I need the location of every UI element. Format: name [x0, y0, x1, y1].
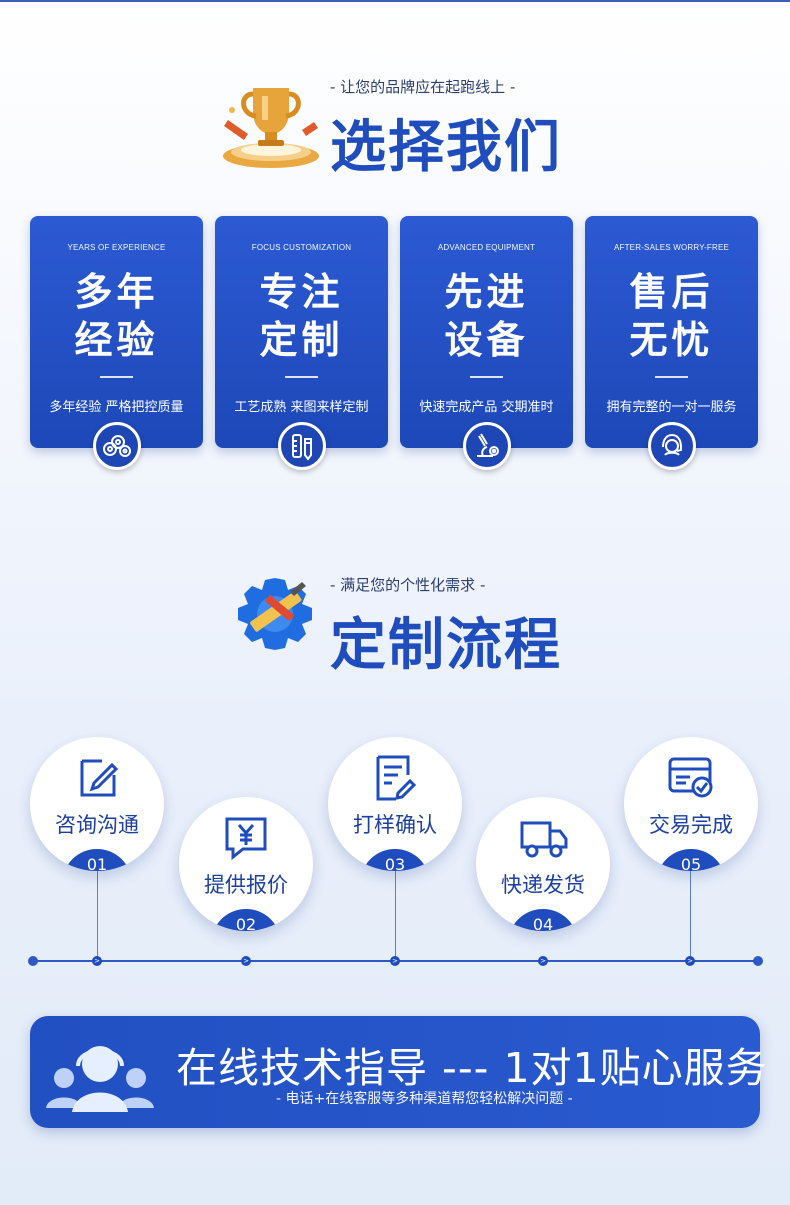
step-number: 04 — [508, 909, 578, 931]
truck-icon — [520, 821, 568, 858]
step-label: 咨询沟通 — [55, 813, 139, 837]
section-choose-us-header: - 让您的品牌应在起跑线上 - 选择我们 — [0, 60, 790, 180]
step-label: 提供报价 — [204, 873, 288, 897]
edit-icon — [80, 759, 119, 797]
document-edit-icon — [376, 755, 417, 801]
timeline-arrow-icon: > — [92, 956, 102, 966]
card-divider — [100, 376, 133, 378]
card-description: 多年经验 严格把控质量 — [49, 400, 184, 415]
card-title: 专注定制 — [259, 270, 344, 362]
support-banner: 在线技术指导 --- 1对1贴心服务 - 电话+在线客服等多种渠道帮您轻松解决问… — [30, 1016, 767, 1128]
trophy-icon — [223, 88, 319, 168]
price-chat-icon — [225, 817, 267, 861]
customer-service-icon — [46, 1046, 154, 1112]
timeline-arrow-icon: > — [390, 956, 400, 966]
top-border — [0, 0, 790, 2]
section-process-header: - 满足您的个性化需求 - 定制流程 — [0, 558, 790, 678]
timeline-arrow-icon: > — [241, 956, 251, 966]
timeline-connector — [97, 868, 98, 958]
card-divider — [285, 376, 318, 378]
card-title: 售后无忧 — [629, 270, 714, 362]
step-number: 01 — [62, 849, 132, 871]
process-step-consult: 咨询沟通 01 — [30, 737, 164, 871]
banner-title: 在线技术指导 --- 1对1贴心服务 — [176, 1044, 768, 1092]
timeline-connector — [690, 868, 691, 958]
process-step-sample: 打样确认 03 — [328, 737, 462, 871]
card-description: 工艺成熟 来图来样定制 — [234, 400, 369, 415]
card-check-icon — [668, 757, 713, 798]
feature-card-equipment: ADVANCED EQUIPMENT 先进设备 快速完成产品 交期准时 — [400, 216, 573, 470]
ruler-pencil-icon — [278, 422, 326, 470]
section-title: 定制流程 — [330, 613, 562, 678]
step-number: 02 — [211, 909, 281, 931]
gear-tools-icon — [238, 578, 312, 650]
section-subtitle: - 让您的品牌应在起跑线上 - — [330, 78, 516, 96]
timeline-connector — [395, 868, 396, 958]
microscope-icon — [463, 422, 511, 470]
process-step-shipping: 快递发货 04 — [476, 797, 610, 931]
card-description: 快速完成产品 交期准时 — [419, 400, 554, 415]
step-label: 快递发货 — [501, 873, 585, 897]
step-number: 05 — [656, 849, 726, 871]
section-title: 选择我们 — [330, 115, 562, 180]
card-description: 拥有完整的一对一服务 — [606, 400, 737, 415]
step-number: 03 — [360, 849, 430, 871]
gears-icon — [93, 422, 141, 470]
card-title: 先进设备 — [444, 270, 529, 362]
card-divider — [655, 376, 688, 378]
timeline-arrow-icon: > — [685, 956, 695, 966]
card-divider — [470, 376, 503, 378]
headset-service-icon — [648, 422, 696, 470]
process-step-quote: 提供报价 02 — [179, 797, 313, 931]
feature-card-after-sales: AFTER-SALES WORRY-FREE 售后无忧 拥有完整的一对一服务 — [585, 216, 758, 470]
card-en-label: AFTER-SALES WORRY-FREE — [613, 243, 730, 252]
banner-subtitle: - 电话+在线客服等多种渠道帮您轻松解决问题 - — [276, 1091, 573, 1107]
timeline-start-dot — [28, 956, 38, 966]
timeline-end-dot — [753, 956, 763, 966]
step-label: 交易完成 — [649, 813, 733, 837]
step-label: 打样确认 — [353, 813, 437, 837]
card-en-label: FOCUS CUSTOMIZATION — [251, 243, 352, 252]
feature-cards: YEARS OF EXPERIENCE 多年经验 多年经验 严格把控质量 FOC… — [30, 216, 760, 476]
feature-card-experience: YEARS OF EXPERIENCE 多年经验 多年经验 严格把控质量 — [30, 216, 203, 470]
section-subtitle: - 满足您的个性化需求 - — [330, 576, 486, 594]
card-en-label: YEARS OF EXPERIENCE — [67, 243, 166, 252]
card-en-label: ADVANCED EQUIPMENT — [437, 243, 536, 252]
timeline-arrow-icon: > — [538, 956, 548, 966]
process-step-complete: 交易完成 05 — [624, 737, 758, 871]
feature-card-customization: FOCUS CUSTOMIZATION 专注定制 工艺成熟 来图来样定制 — [215, 216, 388, 470]
card-title: 多年经验 — [74, 270, 159, 362]
